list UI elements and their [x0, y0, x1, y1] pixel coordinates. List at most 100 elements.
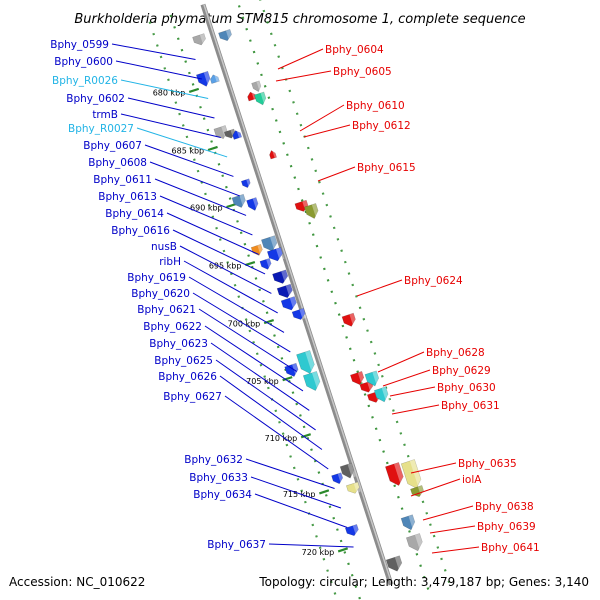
gene-label[interactable]: ribH [159, 256, 181, 268]
tick-label: 705 kbp [246, 377, 279, 386]
gene-shine [225, 29, 233, 41]
gene-label[interactable]: Bphy_0638 [475, 501, 534, 513]
gene-label[interactable]: Bphy_0604 [325, 44, 384, 56]
leader-line [204, 325, 304, 392]
gene-feature [218, 29, 233, 42]
leader-line [303, 124, 351, 138]
gene-feature [331, 472, 345, 485]
gene-label[interactable]: Bphy_0611 [93, 174, 152, 186]
tick-label: 720 kbp [302, 548, 335, 557]
leader-line [410, 478, 461, 497]
gene-shine [239, 194, 248, 207]
gene-arrow [192, 33, 206, 46]
gene-arrow [405, 533, 423, 552]
tick-label: 695 kbp [209, 262, 242, 271]
gene-arrow [345, 481, 360, 494]
gene-feature [231, 193, 248, 208]
leader-line [136, 127, 228, 158]
gene-label[interactable]: Bphy_0599 [50, 39, 109, 51]
gene-label[interactable]: Bphy_0607 [83, 140, 142, 152]
leader-line [115, 60, 202, 80]
gene-feature [246, 197, 260, 211]
leader-line [149, 161, 240, 197]
gene-label[interactable]: Bphy_0629 [432, 365, 491, 377]
leader-line [422, 505, 474, 521]
gene-label[interactable]: Bphy_0632 [184, 454, 243, 466]
gene-label[interactable]: Bphy_0613 [98, 191, 157, 203]
gene-arrow [272, 269, 289, 284]
gene-label[interactable]: Bphy_0630 [437, 382, 496, 394]
gene-label[interactable]: Bphy_0612 [352, 120, 411, 132]
gene-arrow [385, 462, 404, 486]
gene-label[interactable]: Bphy_0608 [88, 157, 147, 169]
gene-feature [210, 73, 220, 84]
gene-label[interactable]: Bphy_0621 [137, 304, 196, 316]
gene-feature [345, 524, 360, 537]
gene-label[interactable]: Bphy_0626 [158, 371, 217, 383]
gene-feature [410, 485, 425, 498]
gene-arrow [284, 362, 299, 377]
gene-label[interactable]: Bphy_0602 [66, 93, 125, 105]
gene-arrow [339, 462, 355, 479]
leader-line [219, 375, 323, 450]
gene-shine [266, 258, 273, 269]
gene-label[interactable]: Bphy_0639 [477, 521, 536, 533]
gene-feature [266, 247, 285, 262]
tick-label: 690 kbp [190, 204, 223, 213]
gene-feature [259, 258, 273, 270]
gene-label[interactable]: Bphy_0605 [333, 66, 392, 78]
gene-arrow [240, 178, 251, 188]
gene-label[interactable]: Bphy_R0027 [68, 123, 134, 135]
gene-label[interactable]: Bphy_0625 [154, 355, 213, 367]
gene-label[interactable]: Bphy_0635 [458, 458, 517, 470]
gene-feature [261, 235, 280, 252]
gene-label[interactable]: Bphy_0623 [149, 338, 208, 350]
leader-line [268, 543, 354, 548]
gene-label[interactable]: Bphy_0600 [54, 56, 113, 68]
gene-shine [409, 459, 424, 488]
gene-label[interactable]: Bphy_0633 [189, 472, 248, 484]
leader-line [317, 166, 356, 182]
leader-line [299, 104, 345, 132]
gene-arrow [259, 258, 272, 270]
gene-label[interactable]: Bphy_0628 [426, 347, 485, 359]
tick-label: 710 kbp [265, 434, 298, 443]
gene-label[interactable]: iolA [462, 474, 482, 486]
gene-shine [236, 129, 242, 138]
leader-line [254, 493, 348, 528]
gene-label[interactable]: Bphy_R0026 [52, 75, 118, 87]
gene-shine [352, 524, 360, 536]
gene-label[interactable]: Bphy_0631 [441, 400, 500, 412]
gene-shine [281, 269, 290, 283]
gene-arrow [231, 193, 246, 208]
gene-feature [251, 80, 263, 92]
gene-feature [280, 296, 299, 311]
gene-label[interactable]: Bphy_0624 [404, 275, 463, 287]
leader-line [127, 97, 215, 119]
gene-label[interactable]: trmB [92, 109, 118, 121]
gene-feature [350, 371, 366, 385]
gene-label[interactable]: Bphy_0620 [131, 288, 190, 300]
gene-label[interactable]: Bphy_0610 [346, 100, 405, 112]
gene-label[interactable]: Bphy_0627 [163, 391, 222, 403]
gene-feature [359, 380, 375, 393]
gene-label[interactable]: Bphy_0619 [127, 272, 186, 284]
gene-feature [240, 178, 252, 188]
gene-shine [260, 91, 268, 105]
gene-label[interactable]: Bphy_0615 [357, 162, 416, 174]
gene-label[interactable]: Bphy_0634 [193, 489, 252, 501]
leader-line [377, 351, 425, 373]
leader-line [159, 195, 253, 236]
gene-label[interactable]: Bphy_0622 [143, 321, 202, 333]
leader-line [172, 229, 266, 275]
gene-feature [250, 244, 264, 256]
leader-line [429, 525, 476, 534]
gene-label[interactable]: Bphy_0616 [111, 225, 170, 237]
gene-label[interactable]: nusB [151, 241, 177, 253]
gene-label[interactable]: Bphy_0641 [481, 542, 540, 554]
gene-label[interactable]: Bphy_0614 [105, 208, 164, 220]
backbone-highlight [203, 4, 393, 585]
gene-feature [345, 481, 361, 494]
gene-label[interactable]: Bphy_0637 [207, 539, 266, 551]
